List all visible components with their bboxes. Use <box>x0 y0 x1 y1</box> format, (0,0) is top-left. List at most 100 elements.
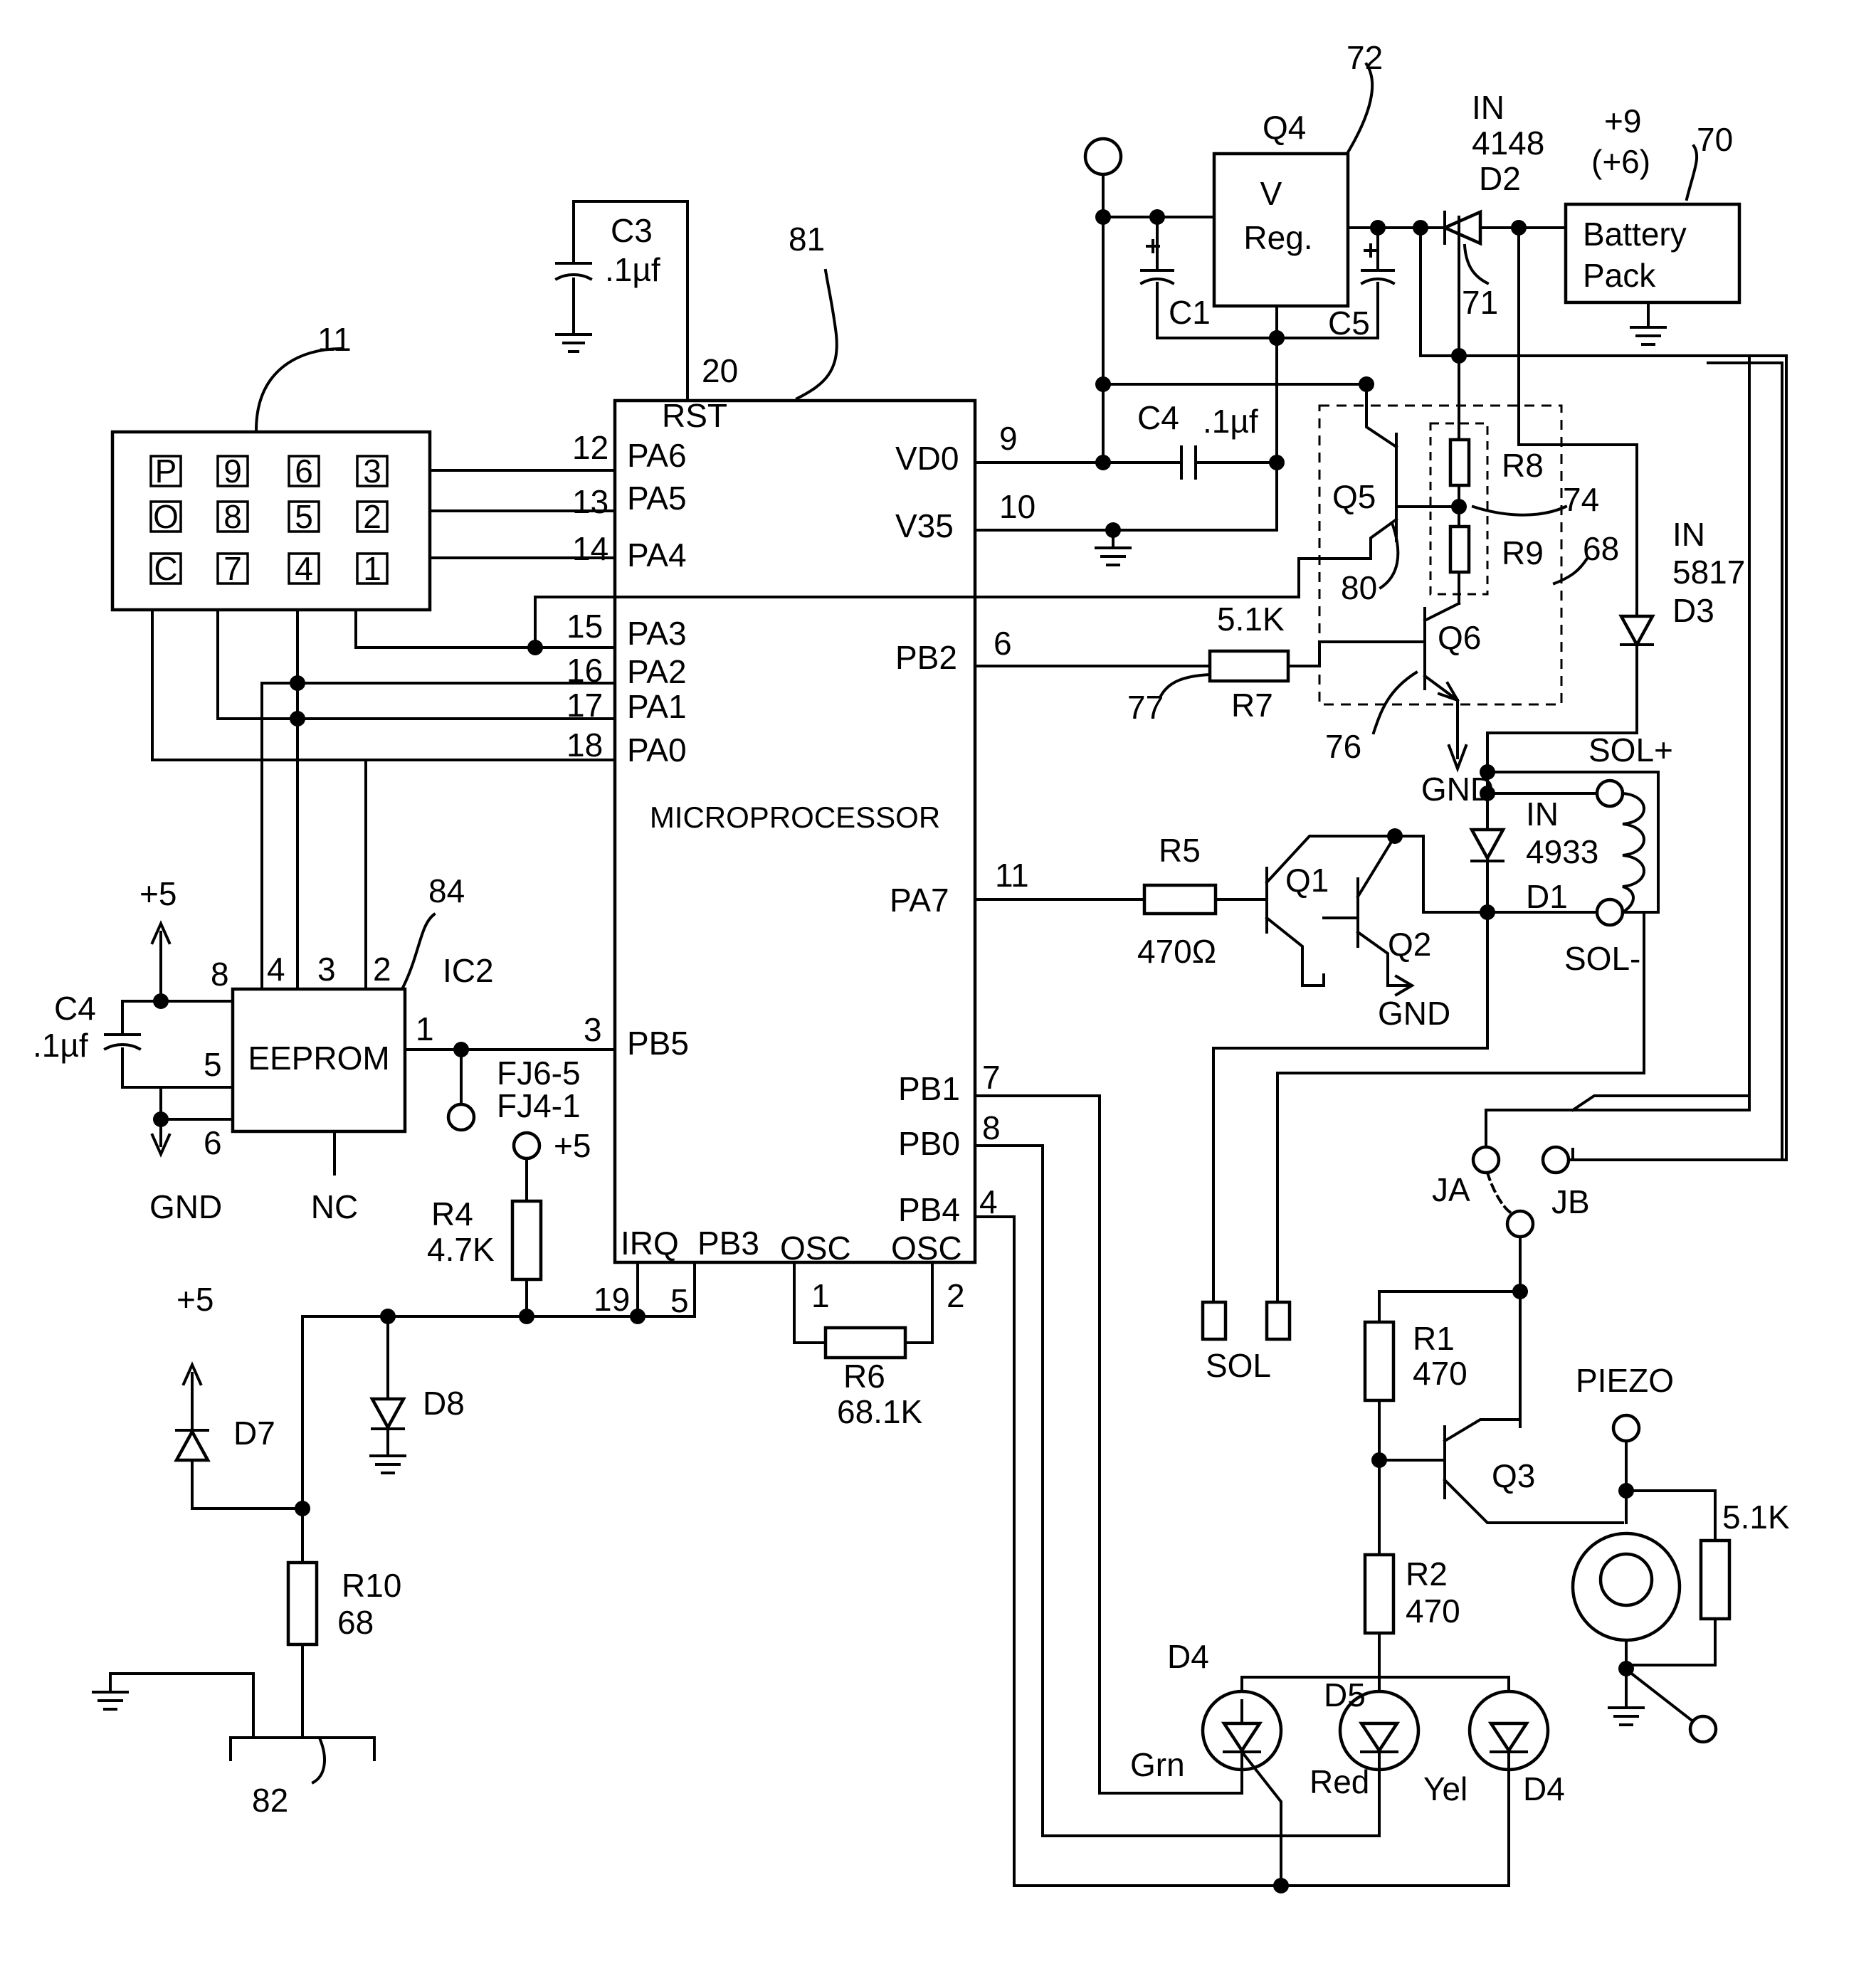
key-label: P <box>155 453 177 490</box>
d3-diode <box>1621 616 1653 645</box>
eeprom-pin-5: 5 <box>204 1046 222 1083</box>
r6-label: R6 <box>843 1358 885 1395</box>
pin-num-14: 14 <box>572 530 608 567</box>
d3-text-2: 5817 <box>1672 554 1745 591</box>
c4-left-value: .1µf <box>33 1027 88 1064</box>
pin-name-pa5: PA5 <box>627 480 687 517</box>
microprocessor: MICROPROCESSOR 81 RST PA6 PA5 PA4 PA3 PA… <box>567 221 1036 1319</box>
pin-name-pa4: PA4 <box>627 537 687 574</box>
pin-num-11: 11 <box>995 857 1029 894</box>
sol-plus-terminal <box>1597 781 1623 806</box>
pin-num-3: 3 <box>584 1011 602 1048</box>
r6-resistor <box>826 1328 905 1358</box>
supply-terminal <box>1085 139 1121 174</box>
r5-label: R5 <box>1159 832 1201 869</box>
eeprom-pin-2: 2 <box>373 951 391 988</box>
r4-plus5: +5 <box>554 1127 591 1164</box>
q3-label: Q3 <box>1492 1457 1535 1494</box>
battery-label-2: Pack <box>1583 257 1656 294</box>
r8-resistor <box>1450 440 1469 485</box>
key-label: 3 <box>363 453 381 490</box>
r5-value: 470Ω <box>1137 933 1216 970</box>
r4-resistor <box>512 1201 541 1279</box>
eeprom-pin-4: 4 <box>267 951 285 988</box>
d8-label: D8 <box>423 1385 465 1422</box>
indicator-section: R1 470 Q3 R2 470 D4 Grn D5 Red <box>975 1096 1790 1893</box>
r7-value: 5.1K <box>1217 601 1285 638</box>
d3-text-3: D3 <box>1672 592 1714 629</box>
r9-label: R9 <box>1502 534 1544 571</box>
r8-label: R8 <box>1502 447 1544 484</box>
pin-num-12: 12 <box>572 429 608 466</box>
piezo-terminal-bottom <box>1690 1716 1716 1742</box>
pin-name-pa6: PA6 <box>627 437 687 474</box>
solenoid-drive: SOL+ SOL- IN 4933 D1 R5 470Ω Q1 Q2 GND S… <box>975 731 1673 1384</box>
pin-num-8: 8 <box>982 1109 1001 1146</box>
d7-plus5: +5 <box>176 1281 214 1318</box>
d2-text-3: D2 <box>1479 160 1521 197</box>
common-terminal <box>1507 1211 1533 1237</box>
sol-minus-terminal <box>1597 899 1623 925</box>
mcu-leader <box>797 270 837 398</box>
battery-voltage-2: (+6) <box>1591 143 1650 180</box>
pin-name-osc1: OSC <box>780 1230 851 1267</box>
yel-label: Yel <box>1423 1770 1467 1807</box>
red-label: Red <box>1309 1763 1369 1800</box>
pin-name-vd0: VD0 <box>895 440 959 477</box>
pin-num-2: 2 <box>947 1277 965 1314</box>
key-label: 6 <box>295 453 313 490</box>
q4-label: Q4 <box>1263 109 1306 146</box>
jb-terminal <box>1543 1147 1569 1173</box>
c4-left-label: C4 <box>54 990 96 1027</box>
pin-name-pa0: PA0 <box>627 731 687 768</box>
key-label: O <box>153 498 179 535</box>
battery-label-1: Battery <box>1583 216 1687 253</box>
pin-name-pa7: PA7 <box>890 882 949 919</box>
r6-value: 68.1K <box>837 1393 923 1430</box>
keypad-ref: 11 <box>317 321 352 358</box>
pin-name-pb3: PB3 <box>697 1225 759 1262</box>
d2-text-2: 4148 <box>1472 125 1544 162</box>
r4-label: R4 <box>431 1195 473 1232</box>
c3-label: C3 <box>611 212 653 249</box>
jumper-section: JA JB <box>1432 356 1782 1299</box>
key-label: C <box>154 550 177 587</box>
pin-num-19: 19 <box>594 1281 630 1318</box>
c4-top-value: .1µf <box>1203 403 1258 440</box>
r1-value: 470 <box>1413 1355 1467 1392</box>
d4-green-label: D4 <box>1167 1638 1209 1675</box>
d1-text-2: 4933 <box>1526 833 1598 870</box>
d1-text-3: D1 <box>1526 878 1568 915</box>
keypad-leader <box>256 349 342 430</box>
r7-label: R7 <box>1231 687 1273 724</box>
key-label: 7 <box>223 550 242 587</box>
pin-num-18: 18 <box>567 727 603 764</box>
pin-num-5: 5 <box>670 1282 689 1319</box>
piezo-resistor-label: 5.1K <box>1722 1499 1790 1536</box>
pin-name-pa3: PA3 <box>627 615 687 652</box>
key-label: 9 <box>223 453 242 490</box>
q1-label: Q1 <box>1285 862 1329 899</box>
pin-num-4: 4 <box>979 1183 998 1220</box>
jb-label: JB <box>1551 1183 1590 1220</box>
pin-num-1: 1 <box>811 1277 830 1314</box>
key-label: 2 <box>363 498 381 535</box>
r2-label: R2 <box>1406 1555 1448 1592</box>
pin-name-pb1: PB1 <box>898 1070 960 1107</box>
pin-num-10: 10 <box>999 488 1036 525</box>
c5-label: C5 <box>1328 305 1370 342</box>
eeprom-pin-6: 6 <box>204 1124 222 1161</box>
pin-num-7: 7 <box>982 1059 1001 1096</box>
eeprom-pin-1: 1 <box>416 1010 434 1047</box>
q2-gnd-label: GND <box>1378 995 1450 1032</box>
pin-name-pa2: PA2 <box>627 653 687 690</box>
ic2-label: IC2 <box>443 952 494 989</box>
q2-label: Q2 <box>1388 926 1431 963</box>
pin-name-irq: IRQ <box>621 1225 679 1262</box>
d8-diode <box>372 1399 404 1427</box>
pin-name-v35: V35 <box>895 507 954 544</box>
d2-diode <box>1445 212 1480 243</box>
pin-num-20: 20 <box>702 352 738 389</box>
c3-value: .1µf <box>605 251 660 288</box>
